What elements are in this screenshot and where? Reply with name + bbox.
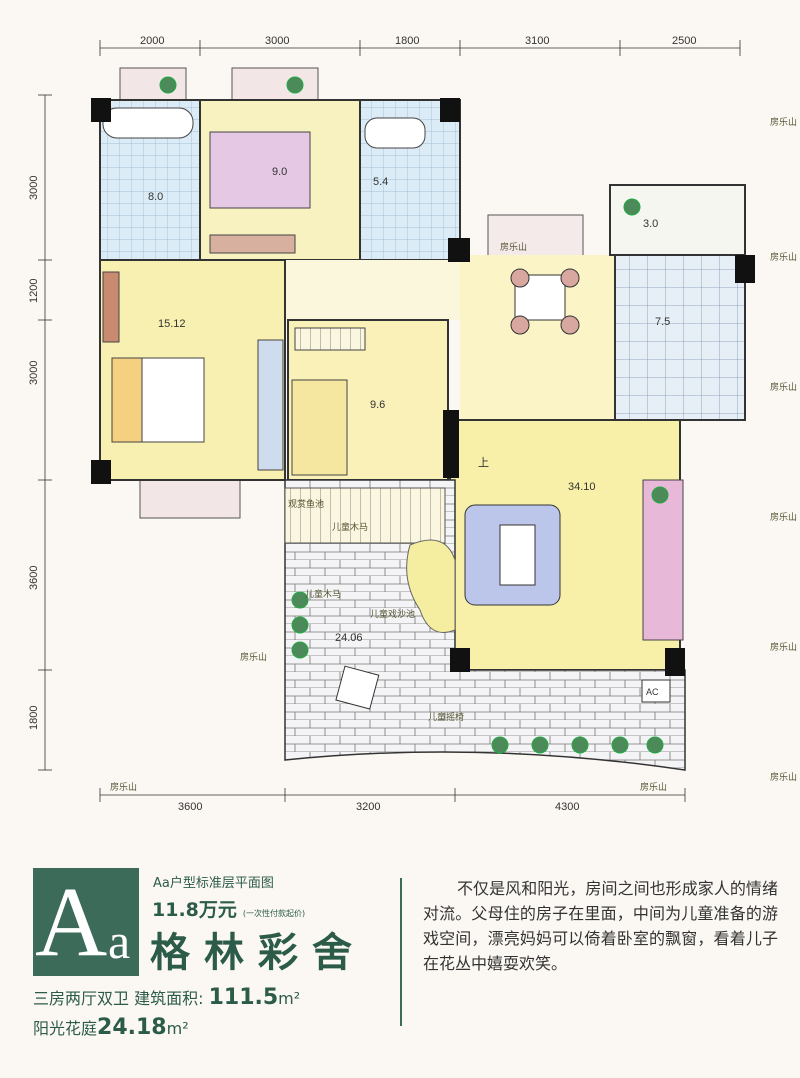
garden-table-icon (335, 665, 380, 710)
svg-text:房乐山: 房乐山 (240, 651, 267, 663)
dimension-lines (38, 40, 741, 802)
logo-letter-small: a (108, 913, 131, 969)
dim-top-2: 3000 (265, 35, 289, 47)
price-line: 11.8万元 (一次性付款起价) (152, 898, 305, 926)
structural-columns (91, 98, 755, 676)
price: 11.8万元 (152, 899, 237, 921)
dim-bottom-3: 4300 (555, 801, 579, 813)
dim-top-4: 3100 (525, 35, 549, 47)
room-area-bath-a: 8.0 (148, 191, 163, 203)
room-area-kitchen-balcony: 3.0 (643, 218, 658, 230)
room-area-bedroom-small: 9.0 (272, 166, 287, 178)
dining-chairs-icon (510, 268, 580, 335)
ac-label: AC (646, 687, 659, 697)
divider (400, 878, 402, 1026)
garden-label: 阳光花庭 (33, 1019, 98, 1038)
building-area: 111.5 (208, 985, 279, 1010)
room-area-bath-b: 5.4 (373, 176, 388, 188)
shelf-icon (294, 327, 366, 351)
garden-label-rocking-horse-2: 儿童木马 (305, 588, 341, 600)
garden-area: 24.18 (97, 1015, 167, 1040)
sandpit (406, 539, 456, 633)
kitchen-balcony (609, 184, 746, 256)
room-area-kitchen: 7.5 (655, 316, 670, 328)
garden-label-sandpit: 儿童戏沙池 (370, 608, 415, 620)
ac-unit (641, 679, 671, 703)
svg-text:房乐山: 房乐山 (770, 381, 797, 393)
garden-label-rocking-horse-1: 儿童木马 (332, 521, 368, 533)
dim-bottom-1: 3600 (178, 801, 202, 813)
coffee-table-icon (499, 524, 536, 586)
dim-top-1: 2000 (140, 35, 164, 47)
svg-text:房乐山: 房乐山 (770, 511, 797, 523)
stair-up-label: 上 (478, 456, 489, 469)
balcony-top-middle (231, 67, 319, 101)
svg-text:房乐山: 房乐山 (770, 251, 797, 263)
garden-label-fishpond: 观赏鱼池 (288, 498, 324, 510)
kid-bed-icon (291, 379, 348, 476)
sunny-garden (284, 479, 686, 771)
tv-cabinet (642, 479, 684, 641)
svg-text:房乐山: 房乐山 (770, 116, 797, 128)
dim-left-5: 1800 (28, 706, 40, 730)
layout-area-line: 三房两厅双卫 建筑面积: 111.5m² (33, 984, 300, 1013)
plan-title: Aa户型标准层平面图 (153, 876, 274, 891)
svg-text:房乐山: 房乐山 (640, 781, 667, 793)
kitchen (614, 254, 746, 421)
project-name: 格林彩舍 (150, 929, 366, 976)
svg-text:房乐山: 房乐山 (110, 781, 137, 793)
dim-top-3: 1800 (395, 35, 419, 47)
wardrobe-icon (209, 234, 296, 254)
price-note: (一次性付款起价) (242, 909, 306, 918)
deck-area (284, 487, 446, 544)
svg-text:房乐山: 房乐山 (770, 641, 797, 653)
floor-plan: 2000 3000 1800 3100 2500 3000 1200 3000 … (28, 35, 797, 813)
layout-label: 三房两厅双卫 建筑面积: (33, 989, 204, 1008)
svg-text:房乐山: 房乐山 (770, 771, 797, 783)
dining-table-icon (514, 274, 566, 321)
room-area-middle: 9.6 (370, 399, 385, 411)
bay-window (257, 339, 284, 471)
dim-top-5: 2500 (672, 35, 696, 47)
dim-bottom-2: 3200 (356, 801, 380, 813)
dim-left-4: 3600 (28, 566, 40, 590)
garden-label-swing: 儿童摇椅 (428, 711, 464, 723)
dim-left-2: 1200 (28, 279, 40, 303)
garden-unit: m² (166, 1019, 189, 1038)
description: 不仅是风和阳光，房间之间也形成家人的情绪对流。父母住的房子在里面，中间为儿童准备… (423, 879, 778, 973)
dim-left-3: 3000 (28, 361, 40, 385)
balcony-master (139, 479, 241, 519)
bathtub-icon (364, 117, 426, 149)
area-unit: m² (278, 989, 301, 1008)
unit-type-logo: A a (33, 868, 139, 976)
room-area-master: 15.12 (158, 318, 186, 330)
balcony-dining (487, 214, 584, 261)
svg-text:房乐山: 房乐山 (500, 241, 527, 253)
garden-area-line: 阳光花庭24.18m² (33, 1014, 189, 1043)
pillow-icon (111, 357, 143, 443)
room-area-living: 34.10 (568, 481, 596, 493)
bathtub-icon (102, 107, 194, 139)
room-area-garden: 24.06 (335, 632, 363, 644)
plant-icons (159, 76, 669, 754)
dim-left-1: 3000 (28, 176, 40, 200)
logo-letter-big: A (35, 868, 108, 976)
wardrobe-icon (102, 271, 120, 343)
bed-icon (209, 131, 311, 209)
